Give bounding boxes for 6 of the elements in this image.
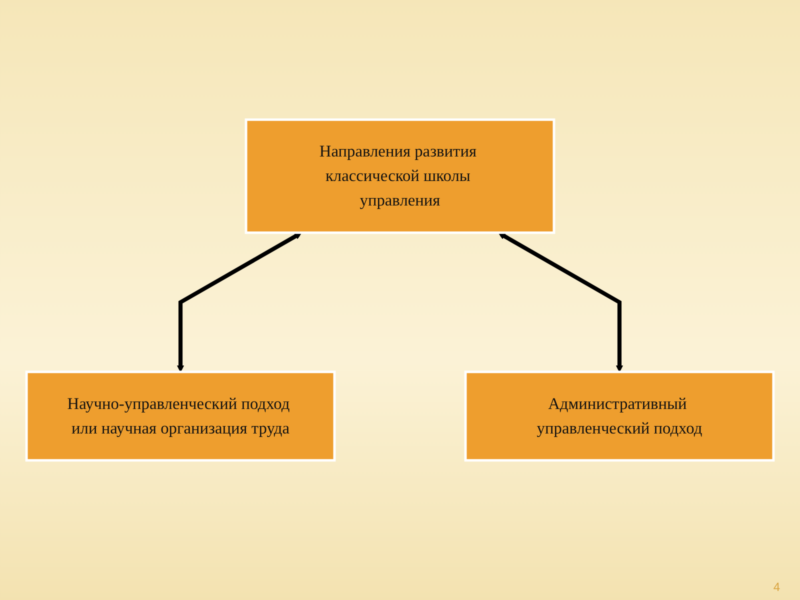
node-box: Административный управленческий подход bbox=[464, 370, 775, 462]
arrow bbox=[176, 232, 302, 372]
page-number: 4 bbox=[773, 580, 780, 594]
node-box: Направления развития классической школы управления bbox=[244, 118, 556, 234]
node-box: Научно-управленческий подход или научная организация труда bbox=[25, 370, 336, 462]
arrow bbox=[498, 232, 624, 372]
